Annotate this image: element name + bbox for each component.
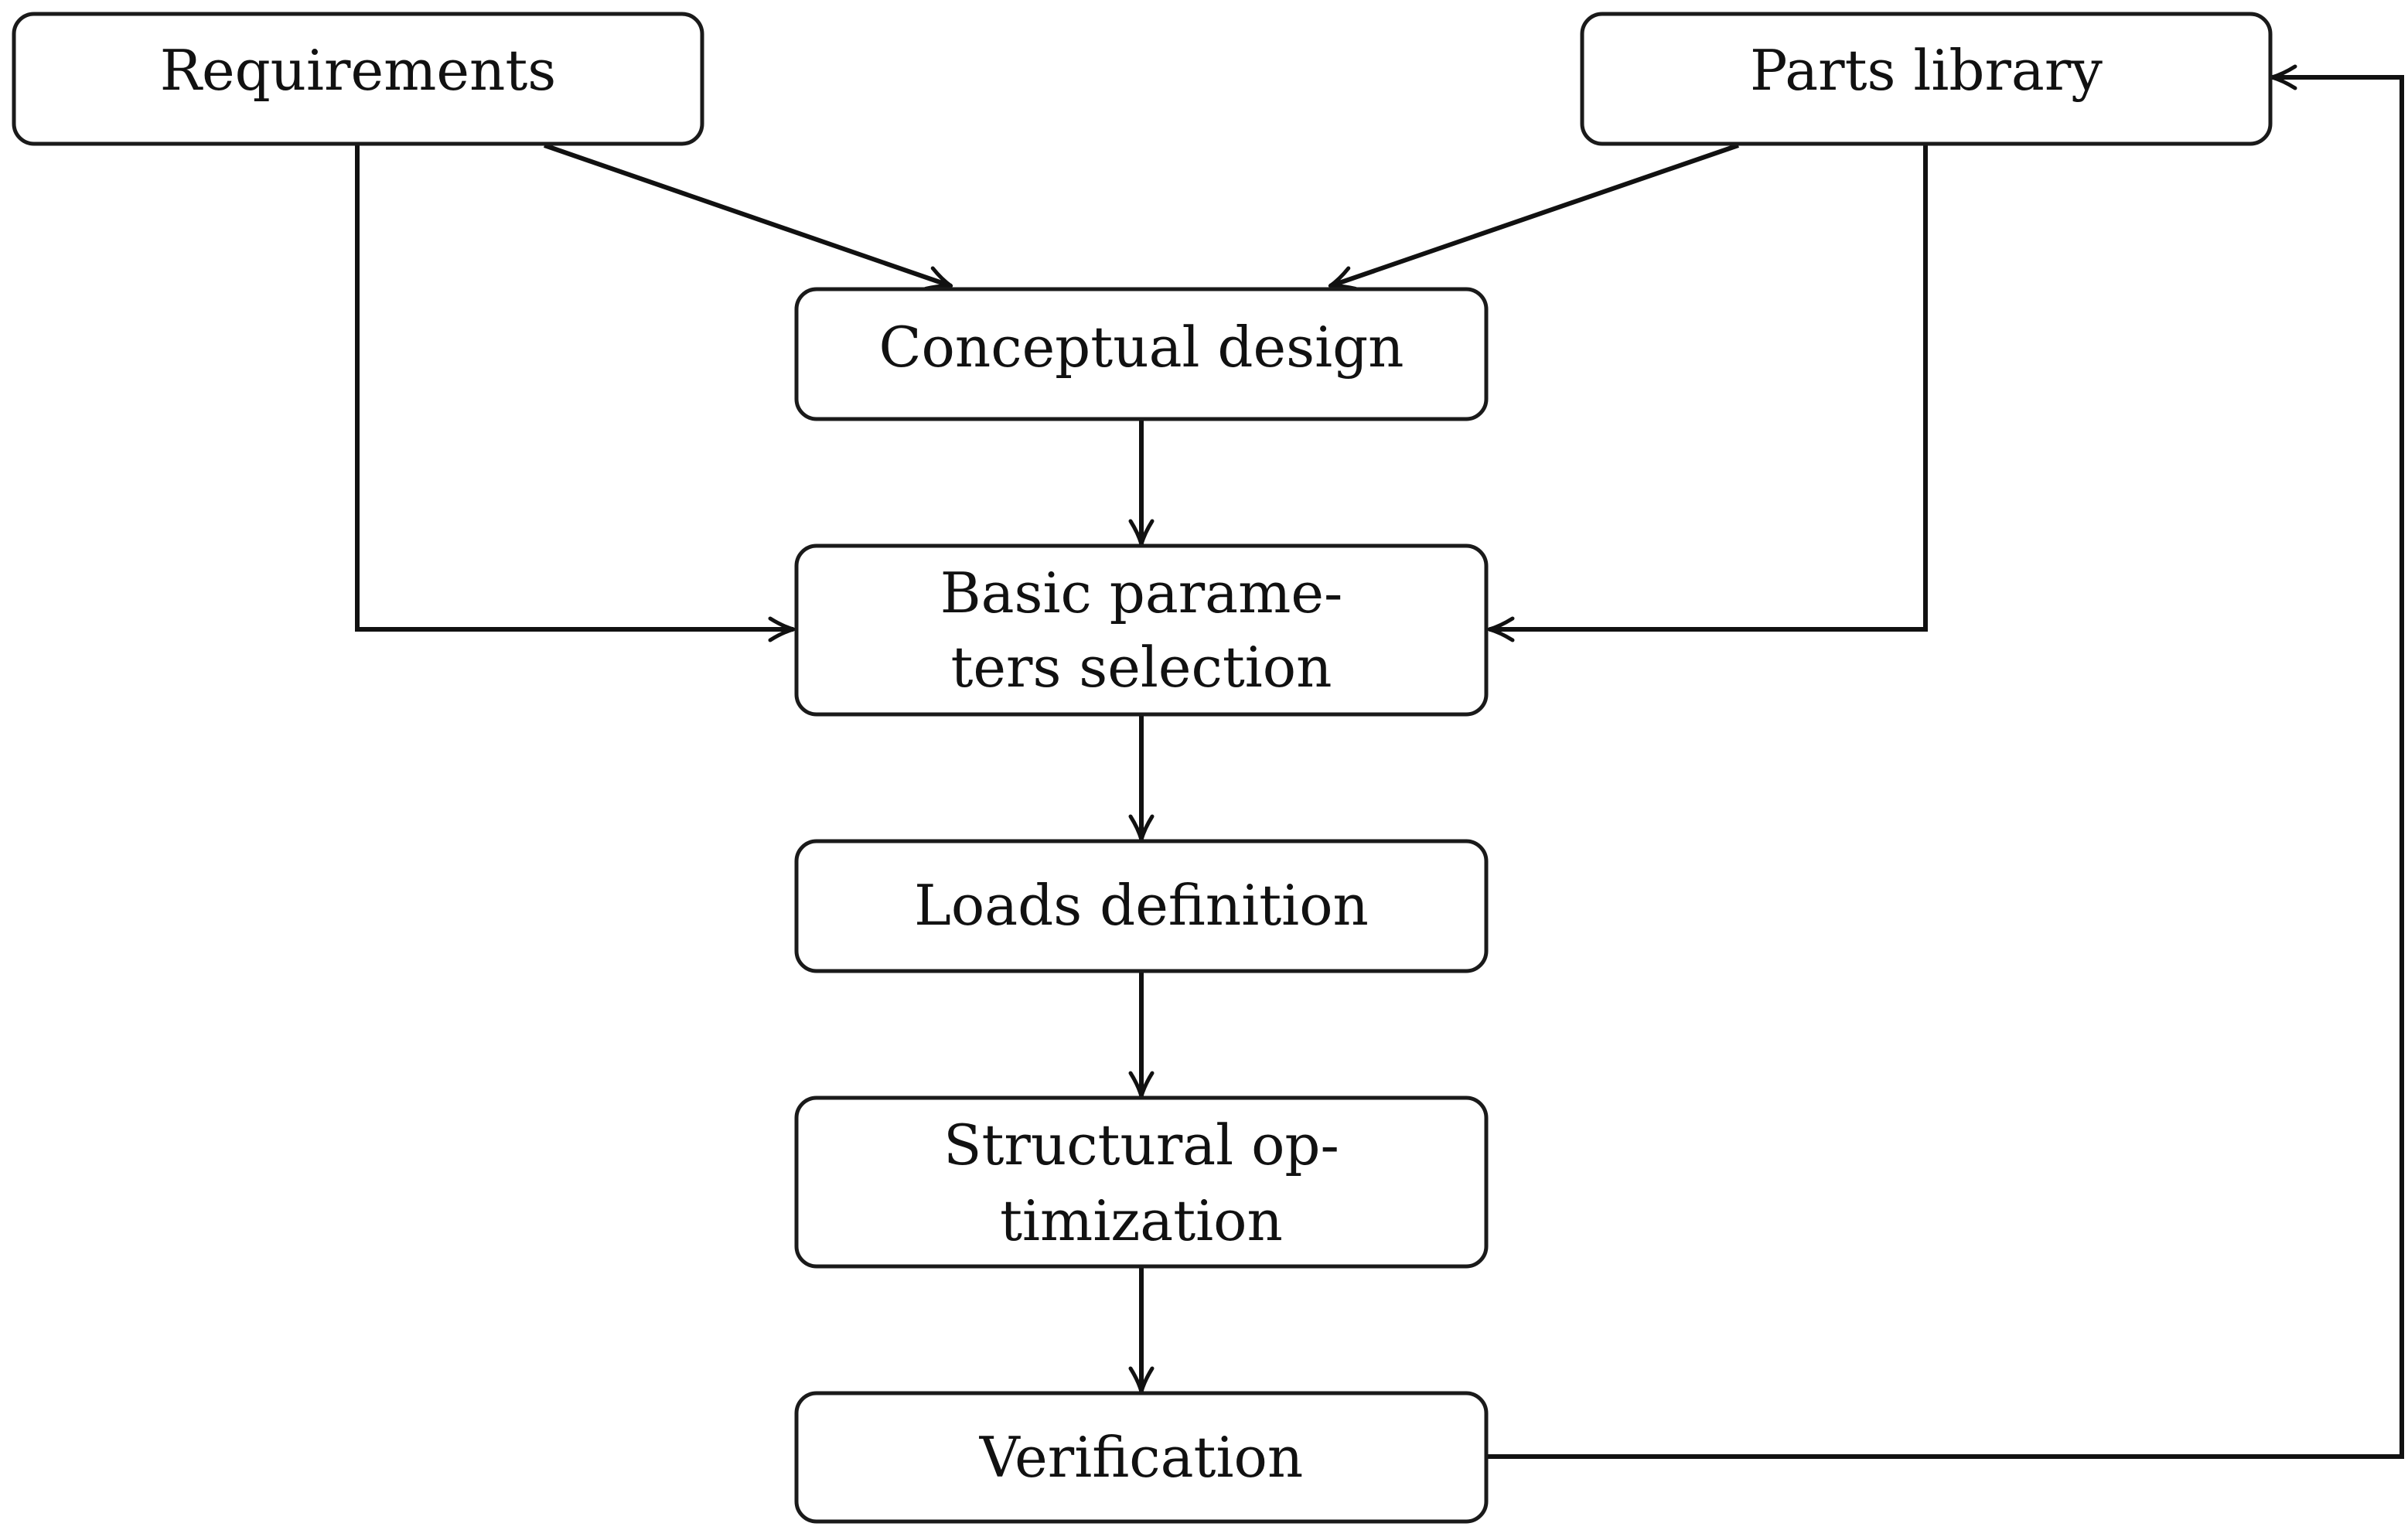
node-conceptual-design-label: Conceptual design [878,315,1404,380]
node-basic-parameters: Basic parame- ters selection [794,544,1489,717]
edge-verification-to-parts-library [1488,77,2404,1459]
node-structural-optimization-label-line-2: timization [1000,1188,1283,1253]
node-verification: Verification [794,1391,1489,1524]
edge-parts-library-to-conceptual-design [1330,143,1739,286]
edge-parts-library-to-basic-parameters [1489,144,1928,629]
node-parts-library-label: Parts library [1750,38,2103,103]
node-basic-parameters-label-line-2: ters selection [951,635,1332,700]
node-verification-label: Verification [979,1425,1303,1490]
edge-requirements-to-conceptual-design [544,143,951,286]
node-requirements: Requirements [12,12,704,146]
node-loads-definition: Loads definition [794,839,1489,973]
edges-group [355,77,2404,1459]
node-structural-optimization: Structural op- timization [794,1096,1489,1269]
node-conceptual-design: Conceptual design [794,287,1489,421]
node-loads-definition-label: Loads definition [914,873,1369,938]
node-basic-parameters-label-line-1: Basic parame- [940,561,1343,625]
node-structural-optimization-label-line-1: Structural op- [943,1113,1339,1177]
node-requirements-label: Requirements [160,38,556,103]
edge-requirements-to-basic-parameters [355,144,793,629]
node-parts-library: Parts library [1580,12,2273,146]
